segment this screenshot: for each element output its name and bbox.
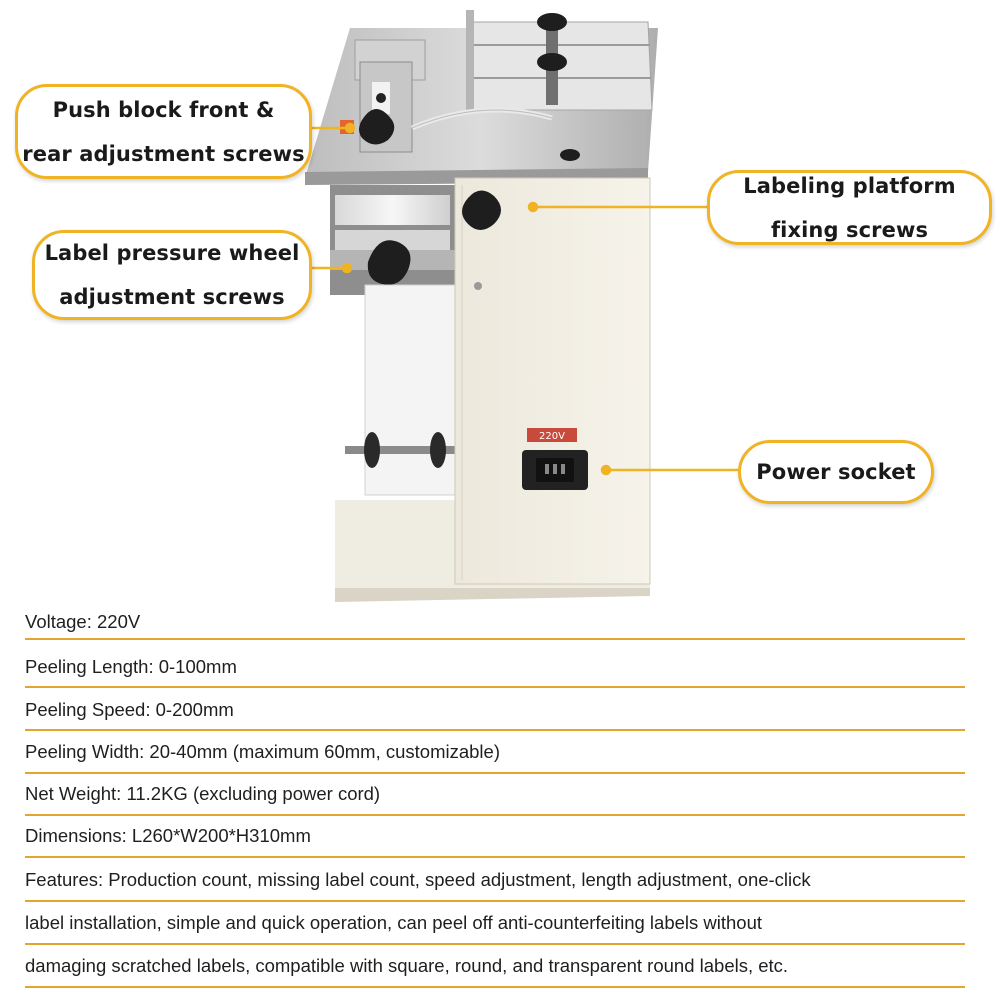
spec-text: Voltage: 220V [25, 610, 141, 632]
spec-row-features-1: Features: Production count, missing labe… [25, 859, 965, 902]
product-figure: 220V Push block front & rear adjustment … [15, 10, 992, 602]
spec-text: label installation, simple and quick ope… [25, 911, 763, 933]
spec-text: damaging scratched labels, compatible wi… [25, 954, 789, 976]
push-block [340, 39, 553, 153]
main-cabinet [454, 177, 651, 585]
callout-power-socket: Power socket [738, 440, 934, 504]
callout-push-block-screws: Push block front & rear adjustment screw… [15, 84, 312, 179]
callout-push-block-label: Push block front & rear adjustment screw… [22, 97, 305, 166]
spec-row-voltage: Voltage: 220V [25, 605, 965, 640]
spec-text: Features: Production count, missing labe… [25, 868, 811, 890]
spec-text: Dimensions: L260*W200*H310mm [25, 825, 311, 846]
callout-platform-fixing-label: Labeling platform fixing screws [743, 173, 956, 242]
spec-text: Peeling Width: 20-40mm (maximum 60mm, cu… [25, 741, 500, 762]
spec-row-features-3: damaging scratched labels, compatible wi… [25, 945, 965, 988]
spec-row-dimensions: Dimensions: L260*W200*H310mm [25, 816, 965, 858]
spec-row-net-weight: Net Weight: 11.2KG (excluding power cord… [25, 774, 965, 816]
spec-text: Net Weight: 11.2KG (excluding power cord… [25, 783, 381, 804]
leader-lines [312, 122, 738, 476]
power-socket: 220V [522, 428, 588, 490]
callout-power-socket-label: Power socket [756, 460, 916, 484]
spec-row-peeling-width: Peeling Width: 20-40mm (maximum 60mm, cu… [25, 732, 965, 774]
callout-pressure-wheel-screws: Label pressure wheel adjustment screws [32, 230, 312, 320]
spec-text: Peeling Speed: 0-200mm [25, 698, 234, 720]
platform-knob-icon [537, 13, 580, 161]
spec-text: Peeling Length: 0-100mm [25, 655, 237, 677]
callout-platform-fixing-screws: Labeling platform fixing screws [707, 170, 992, 245]
label-roll [345, 284, 465, 496]
label-peeler-machine-illustration: 220V [305, 10, 738, 602]
roller-mechanism [330, 185, 455, 295]
spec-list: Voltage: 220V Peeling Length: 0-100mm Pe… [0, 605, 1000, 1000]
callout-pressure-wheel-label: Label pressure wheel adjustment screws [44, 241, 300, 309]
spec-row-features-2: label installation, simple and quick ope… [25, 902, 965, 945]
svg-text:220V: 220V [539, 431, 565, 442]
spec-row-peeling-speed: Peeling Speed: 0-200mm [25, 690, 965, 731]
spec-row-peeling-length: Peeling Length: 0-100mm [25, 647, 965, 688]
